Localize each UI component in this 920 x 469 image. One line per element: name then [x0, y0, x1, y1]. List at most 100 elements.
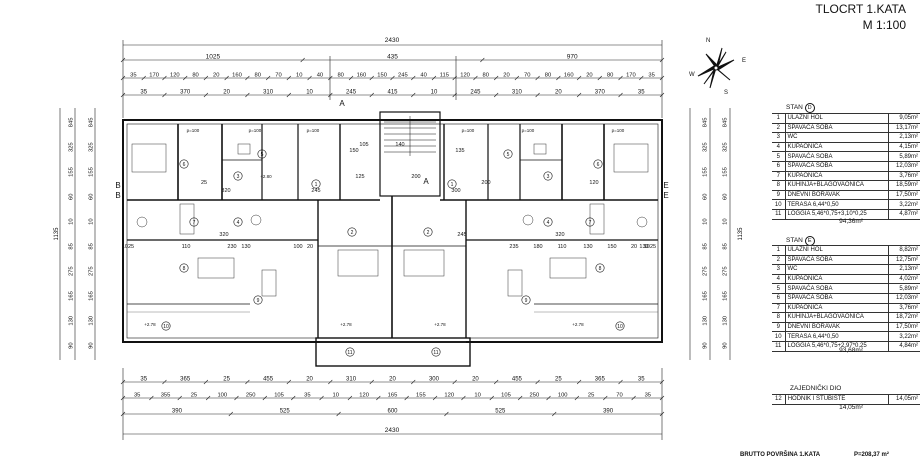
dimension-label: 80	[545, 73, 551, 79]
dimension-label: 275	[69, 266, 75, 276]
area-row-area: 5,89m²	[888, 151, 920, 162]
room-dimension: 100	[293, 244, 302, 250]
dimension-label: 10	[333, 393, 339, 399]
room-number-circle	[345, 347, 355, 357]
small-note: p=100	[612, 128, 625, 133]
room-dimension: 130	[241, 244, 250, 250]
dimension-label: 100	[558, 393, 568, 399]
dimension-label: 85	[89, 243, 95, 249]
dimension-label: 20	[223, 90, 230, 96]
area-row-area: 12,03m²	[888, 292, 920, 304]
area-row-n: 3	[772, 132, 786, 143]
room-number-circle	[161, 321, 171, 331]
small-note: p=100	[462, 128, 475, 133]
room-dimension: 320	[219, 232, 228, 238]
small-note: +2.78	[144, 322, 156, 327]
dimension-label: 1025	[206, 54, 221, 61]
dimension-label: 10	[306, 90, 313, 96]
dimension-label: 845	[703, 118, 709, 128]
area-row-name: DNEVNI BORAVAK	[784, 321, 890, 333]
room-dimension: 1025	[122, 244, 134, 250]
dimension-label: 160	[357, 73, 367, 79]
dimension-label: 130	[703, 316, 709, 326]
dimension-label: 90	[703, 342, 709, 348]
area-row-name: DNEVNI BORAVAK	[784, 189, 890, 201]
dimension-label: 35	[638, 90, 645, 96]
dimension-label: 325	[69, 142, 75, 152]
area-row-area: 3,22m²	[888, 199, 920, 210]
area-row-area: 12,75m²	[888, 254, 920, 266]
area-row-n: 7	[772, 302, 786, 314]
dimension-label: 325	[89, 142, 95, 152]
area-row-n: 12	[772, 394, 786, 405]
area-row-n: 5	[772, 283, 786, 294]
dimension-label: 20	[306, 377, 313, 383]
dimension-label: 165	[703, 291, 709, 301]
room-number: 1	[315, 182, 318, 188]
room-number: 7	[589, 220, 592, 226]
area-row-n: 2	[772, 254, 786, 266]
dimension-label: 90	[69, 342, 75, 348]
area-row-n: 1	[772, 113, 786, 124]
area-row-n: 10	[772, 199, 786, 210]
dimension-label: 20	[586, 73, 592, 79]
building-walls	[122, 111, 663, 367]
area-row-name: KUPAONICA	[784, 170, 890, 182]
dimension-label: 40	[420, 73, 426, 79]
section-mark: E	[663, 191, 668, 200]
room-number-circle	[423, 227, 433, 237]
dimension-label: 365	[595, 377, 606, 383]
room-dimension: 140	[395, 142, 404, 148]
dimension-label: 115	[440, 73, 449, 79]
dimension-label: 170	[626, 73, 636, 79]
room-number: 9	[257, 298, 260, 304]
room-number: 6	[183, 162, 186, 168]
room-dimension: 300	[451, 188, 460, 194]
area-row-name: WC	[784, 132, 890, 143]
room-dimension: 20	[631, 244, 637, 250]
area-row-name: KUPAONICA	[784, 141, 890, 153]
stan-d-total: 94,36m²	[839, 218, 863, 225]
dimension-label: 85	[703, 243, 709, 249]
area-row-name: SPAVAĆA SOBA	[784, 122, 890, 134]
dimension-label: 310	[346, 377, 357, 383]
room-number-circle	[615, 321, 625, 331]
dimension-label: 35	[638, 377, 645, 383]
room-number: 5	[261, 152, 264, 158]
room-number-circle	[543, 217, 553, 227]
area-row-area: 4,84m²	[888, 340, 920, 352]
room-number: 5	[507, 152, 510, 158]
common-total: 14,05m²	[839, 404, 863, 411]
area-row-name: SPAVAĆA SOBA	[784, 283, 890, 294]
section-mark: E	[663, 181, 668, 190]
area-row-n: 6	[772, 160, 786, 172]
dimension-label: 10	[296, 73, 302, 79]
dimension-label: 165	[69, 291, 75, 301]
area-row-name: WC	[784, 264, 890, 275]
area-row-area: 4,02m²	[888, 273, 920, 285]
area-row-n: 7	[772, 170, 786, 182]
room-dimension: 125	[355, 174, 364, 180]
dimension-label: 325	[723, 142, 729, 152]
dimension-label: 455	[512, 377, 523, 383]
area-row-name: SPAVAĆA SOBA	[784, 292, 890, 304]
dimension-label: 160	[564, 73, 574, 79]
dimension-label: 105	[274, 393, 284, 399]
room-number: 10	[617, 324, 623, 330]
north-letter-w: W	[689, 72, 695, 78]
dimension-total-bottom: 2430	[385, 427, 400, 434]
dimension-label: 20	[472, 377, 479, 383]
dimension-label: 25	[223, 377, 230, 383]
room-dimension: 245	[311, 188, 320, 194]
stair-mark: A	[339, 99, 345, 108]
area-row-area: 3,76m²	[888, 302, 920, 314]
room-dimension: 110	[558, 244, 567, 250]
